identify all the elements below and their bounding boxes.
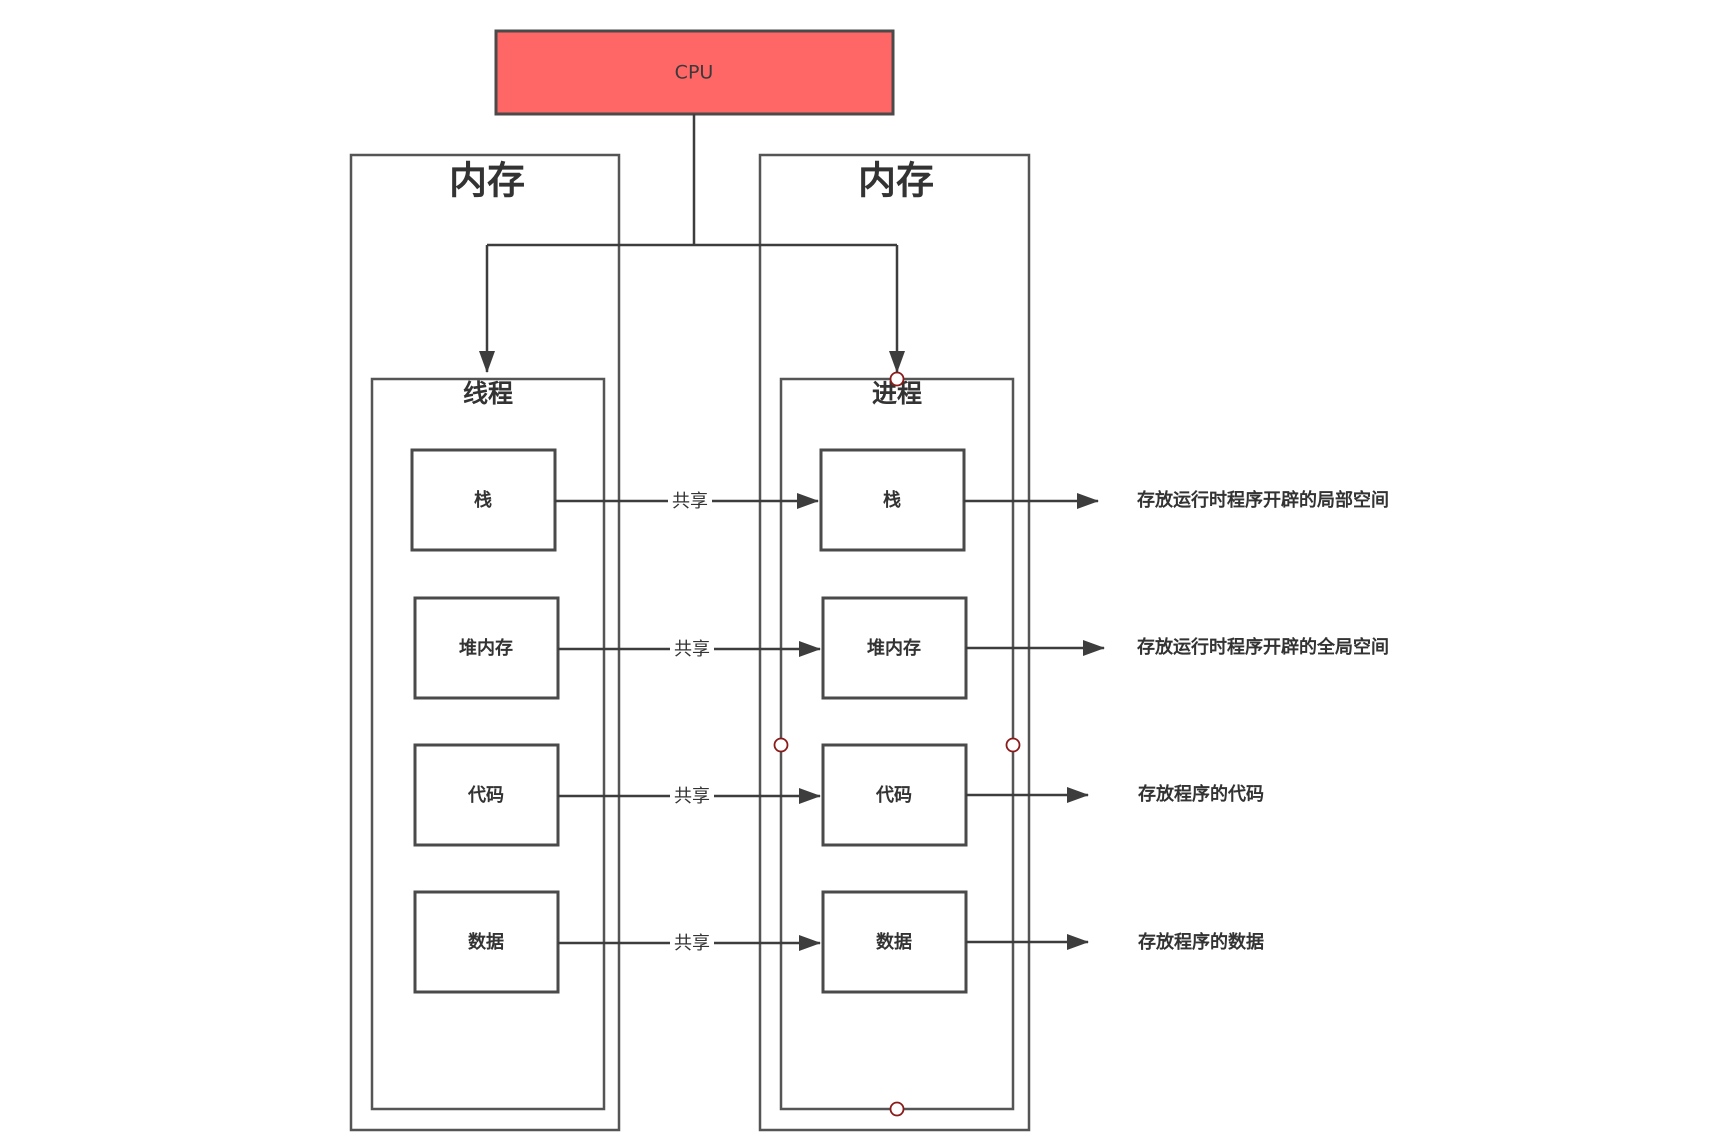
process-item-stack: 栈: [883, 489, 901, 511]
selection-handle-top[interactable]: [889, 371, 905, 387]
selection-handle-bottom[interactable]: [889, 1101, 905, 1117]
share-label-bg-stack: [668, 489, 712, 513]
process-item-heap-box: [821, 596, 968, 700]
desc-heap: 存放运行时程序开辟的全局空间: [1137, 636, 1389, 658]
share-label-stack: 共享: [672, 491, 708, 512]
share-label-bg-heap: [670, 637, 714, 661]
cpu-label: CPU: [675, 62, 714, 84]
cpu-box: [494, 29, 895, 116]
share-label-heap: 共享: [674, 639, 710, 660]
desc-stack: 存放运行时程序开辟的局部空间: [1137, 489, 1389, 511]
left-memory-title: 内存: [449, 159, 525, 203]
thread-item-heap: 堆内存: [459, 637, 513, 659]
selection-handle-left[interactable]: [773, 737, 789, 753]
selection-handle-right[interactable]: [1005, 737, 1021, 753]
thread-title: 线程: [463, 379, 513, 408]
process-item-stack-box: [819, 448, 966, 552]
share-label-bg-code: [670, 784, 714, 808]
right-memory-title: 内存: [858, 159, 934, 203]
share-label-code: 共享: [674, 786, 710, 807]
thread-item-data: 数据: [468, 931, 504, 953]
thread-item-code: 代码: [467, 785, 504, 806]
thread-container: [370, 377, 606, 1111]
process-item-data: 数据: [876, 931, 912, 953]
desc-code: 存放程序的代码: [1138, 783, 1264, 805]
share-label-data: 共享: [674, 933, 710, 954]
thread-item-stack: 栈: [474, 489, 492, 511]
thread-item-data-box: [413, 890, 560, 994]
process-item-code: 代码: [875, 785, 912, 806]
share-label-bg-data: [670, 931, 714, 955]
process-item-code-box: [821, 743, 968, 847]
process-item-heap: 堆内存: [867, 637, 921, 659]
right-memory-frame: [758, 153, 1031, 1132]
desc-data: 存放程序的数据: [1138, 931, 1264, 953]
left-memory-frame: [349, 153, 621, 1132]
